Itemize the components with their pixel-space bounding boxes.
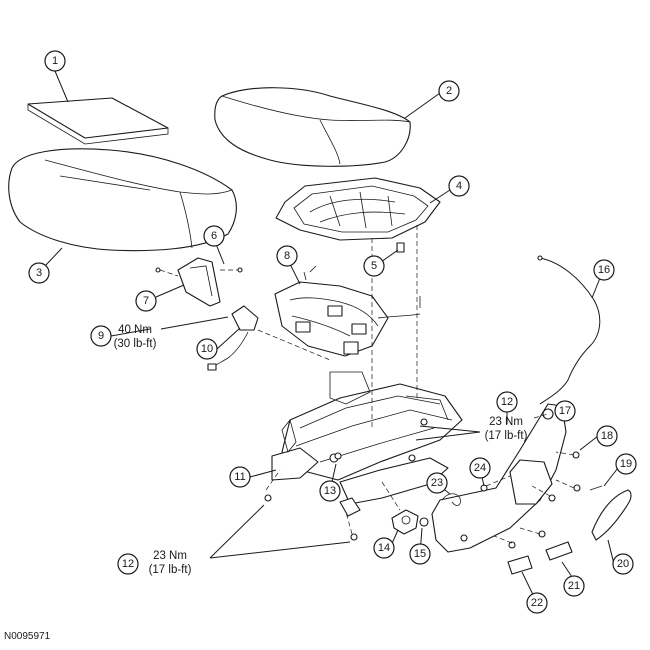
part-2-seat-cushion-cover <box>214 87 411 167</box>
svg-text:18: 18 <box>601 430 613 442</box>
part-15-nut <box>419 517 429 527</box>
callout-3: 3 <box>28 262 50 284</box>
svg-text:(17 lb-ft): (17 lb-ft) <box>149 564 192 576</box>
svg-text:23: 23 <box>431 477 443 489</box>
callout-6: 6 <box>203 225 225 247</box>
callout-18: 18 <box>596 425 618 447</box>
part-3-seat-cushion <box>8 148 237 252</box>
callout-9: 9 <box>90 325 112 347</box>
part-7-inner-shield <box>155 257 243 307</box>
figure-id: N0095971 <box>4 631 51 642</box>
svg-text:(17 lb-ft): (17 lb-ft) <box>485 430 528 442</box>
callout-14: 14 <box>373 537 395 559</box>
callout-21: 21 <box>563 575 585 597</box>
callout-2: 2 <box>438 80 460 102</box>
svg-text:7: 7 <box>143 295 149 307</box>
part-20-trim-cap <box>591 489 632 541</box>
callout-16: 16 <box>593 259 615 281</box>
callout-19: 19 <box>615 453 637 475</box>
svg-text:9: 9 <box>98 330 104 342</box>
callout-15: 15 <box>409 543 431 565</box>
part-1-cushion-pad <box>27 97 169 145</box>
callout-4: 4 <box>448 175 470 197</box>
part-10-switch <box>207 305 259 371</box>
svg-text:17: 17 <box>559 405 571 417</box>
svg-text:2: 2 <box>446 85 452 97</box>
svg-text:20: 20 <box>617 558 629 570</box>
part-17-outer-trim <box>431 403 567 553</box>
torque-spec-23nm-lower: 23 Nm (17 lb-ft) <box>149 550 192 576</box>
svg-text:10: 10 <box>201 343 213 355</box>
callout-13: 13 <box>319 480 341 502</box>
assembly-lines <box>257 225 575 544</box>
svg-text:16: 16 <box>598 264 610 276</box>
svg-text:3: 3 <box>36 267 42 279</box>
svg-text:21: 21 <box>568 580 580 592</box>
part-23-spring <box>441 493 461 506</box>
callout-7: 7 <box>135 290 157 312</box>
svg-text:11: 11 <box>234 471 245 483</box>
torque-spec-23nm-upper: 23 Nm (17 lb-ft) <box>485 416 528 442</box>
svg-text:13: 13 <box>324 485 336 497</box>
callout-24: 24 <box>469 457 491 479</box>
part-22-trim-piece <box>507 555 533 575</box>
part-5-clip <box>396 242 405 253</box>
svg-text:19: 19 <box>620 458 632 470</box>
callout-5: 5 <box>363 255 385 277</box>
svg-text:22: 22 <box>531 597 543 609</box>
callout-1: 1 <box>44 50 66 72</box>
svg-text:1: 1 <box>52 55 58 67</box>
callout-8: 8 <box>276 245 298 267</box>
part-8-harness-assembly <box>274 265 421 357</box>
svg-text:6: 6 <box>211 230 217 242</box>
callout-11: 11 <box>229 466 251 488</box>
bolt-set <box>264 451 603 549</box>
svg-text:14: 14 <box>378 542 390 554</box>
callout-22: 22 <box>526 592 548 614</box>
callout-12-lower: 12 <box>117 553 139 575</box>
svg-text:12: 12 <box>501 396 513 408</box>
callout-20: 20 <box>612 553 634 575</box>
svg-text:8: 8 <box>284 250 290 262</box>
callout-17: 17 <box>554 400 576 422</box>
callout-12-upper: 12 <box>496 391 518 413</box>
torque-spec-40nm: 40 Nm (30 lb-ft) <box>114 324 157 350</box>
svg-text:23 Nm: 23 Nm <box>153 550 187 562</box>
svg-text:23 Nm: 23 Nm <box>489 416 523 428</box>
svg-text:(30 lb-ft): (30 lb-ft) <box>114 338 157 350</box>
part-4-cushion-frame <box>275 177 441 241</box>
callout-10: 10 <box>196 338 218 360</box>
svg-text:5: 5 <box>371 260 377 272</box>
svg-text:4: 4 <box>456 180 462 192</box>
svg-text:15: 15 <box>414 548 426 560</box>
svg-text:40 Nm: 40 Nm <box>118 324 152 336</box>
seat-track-assembly <box>271 371 463 517</box>
part-14-motor <box>391 509 419 535</box>
callout-23: 23 <box>426 472 448 494</box>
part-21-trim-clip <box>545 541 573 561</box>
svg-text:24: 24 <box>474 462 486 474</box>
part-16-cable <box>537 255 601 405</box>
svg-text:12: 12 <box>122 558 134 570</box>
